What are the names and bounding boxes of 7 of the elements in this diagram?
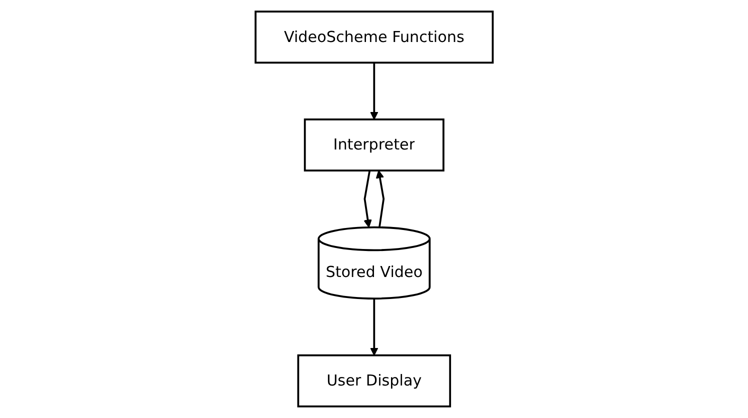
node-box: Interpreter	[304, 118, 444, 172]
arrow	[370, 298, 378, 356]
arrow	[364, 170, 372, 228]
node-box: User Display	[297, 354, 451, 408]
arrow	[370, 62, 378, 120]
arrow	[376, 170, 384, 228]
node-box: VideoScheme Functions	[254, 10, 494, 64]
